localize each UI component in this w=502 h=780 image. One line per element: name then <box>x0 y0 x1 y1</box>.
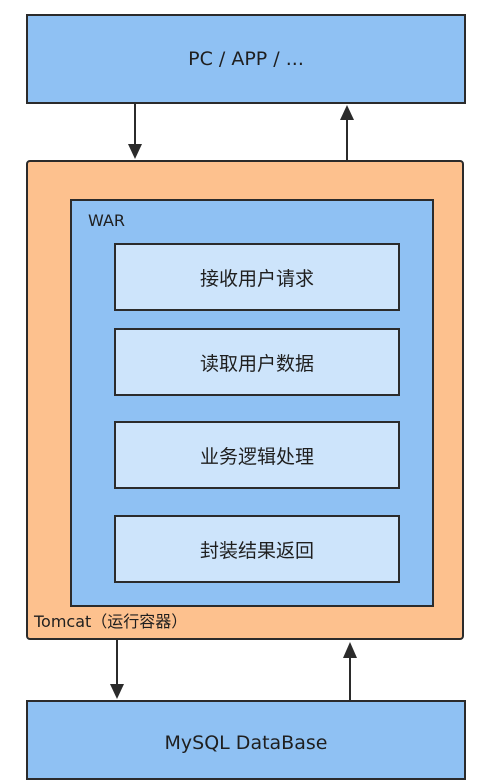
arrow-client-to-tomcat-head <box>128 144 142 159</box>
step-label: 业务逻辑处理 <box>199 445 314 468</box>
war-label: WAR <box>88 211 126 230</box>
step-receive-request: 接收用户请求 <box>114 243 400 311</box>
war-box: WAR 接收用户请求 读取用户数据 业务逻辑处理 封装结果返回 <box>70 199 434 607</box>
database-label: MySQL DataBase <box>164 732 328 754</box>
client-label: PC / APP / ... <box>188 48 304 70</box>
step-label: 接收用户请求 <box>199 267 314 290</box>
arrow-tomcat-to-client-head <box>340 105 354 120</box>
tomcat-container: WAR 接收用户请求 读取用户数据 业务逻辑处理 封装结果返回 Tomcat（运… <box>26 160 464 640</box>
step-label: 封装结果返回 <box>199 539 314 562</box>
step-package-return: 封装结果返回 <box>114 515 400 583</box>
step-read-user-data: 读取用户数据 <box>114 328 400 396</box>
client-box: PC / APP / ... <box>26 14 466 104</box>
tomcat-label: Tomcat（运行容器） <box>34 612 188 631</box>
step-label: 读取用户数据 <box>199 352 314 375</box>
arrow-tomcat-to-db-head <box>110 684 124 699</box>
step-business-logic: 业务逻辑处理 <box>114 421 400 489</box>
arrow-db-to-tomcat-head <box>343 642 357 658</box>
